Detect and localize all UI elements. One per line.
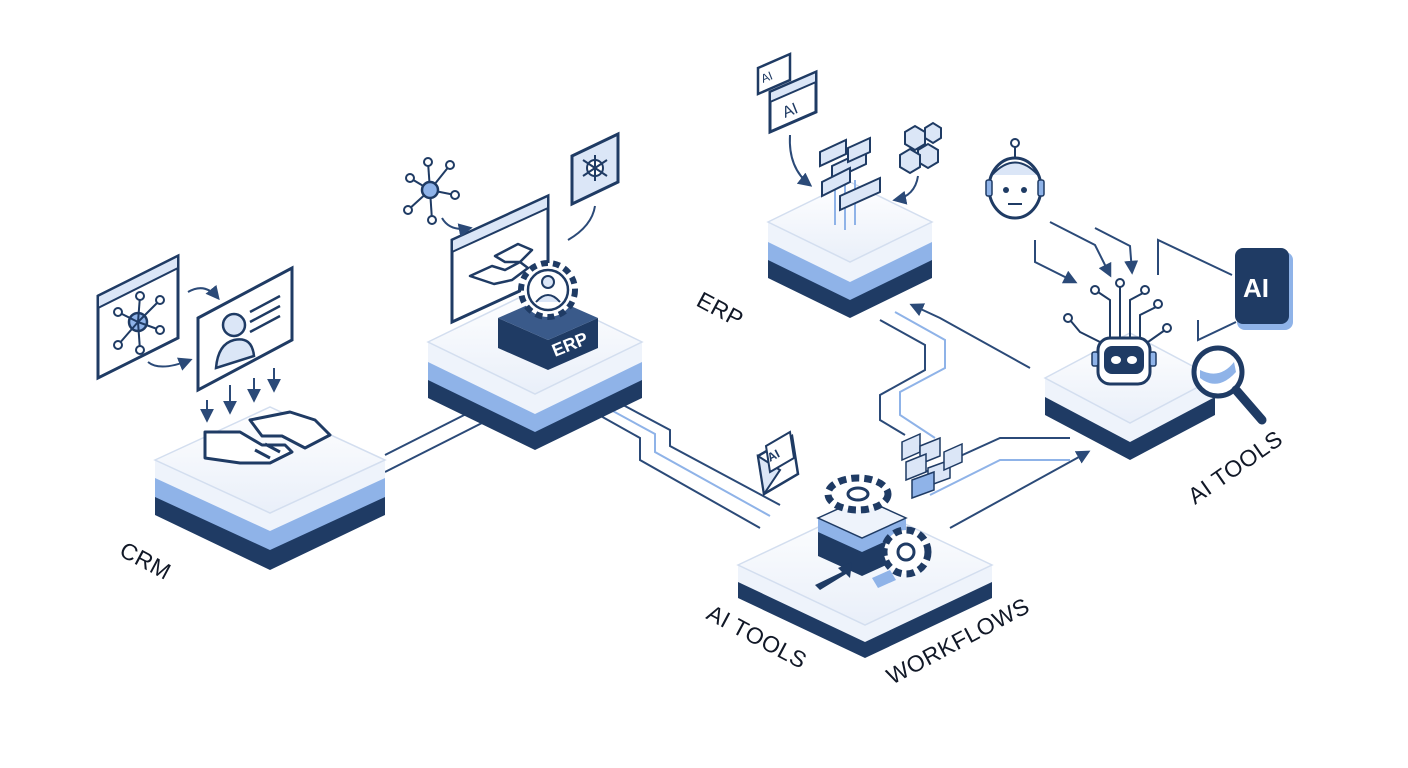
hex-cluster-icon (899, 121, 942, 175)
ai-badge-label: AI (1243, 273, 1269, 303)
connector-crm-erp (384, 407, 483, 473)
handshake-icon (468, 242, 534, 286)
erp-flow-arrow (441, 217, 473, 238)
cursor-arrow-icon (815, 562, 896, 590)
bar-chart-hologram-icon (819, 136, 881, 230)
ai-badge-icon: AI (1235, 248, 1293, 330)
ai-card-large-label: AI (780, 100, 800, 121)
ai-tools-right-label: AI TOOLS (1183, 425, 1287, 509)
bug-tile-icon (570, 131, 620, 207)
network-node-icon (403, 157, 460, 225)
robot-antenna-circuit (1069, 285, 1166, 343)
profile-card-icon (196, 265, 294, 393)
connector-erp-workflows (589, 397, 781, 529)
ai-card-small-label: AI (759, 69, 775, 86)
crm-flow-arrows (147, 284, 220, 371)
robot-head-flow-arrows (1034, 221, 1139, 284)
erp-label: ERP (693, 286, 748, 332)
ai-envelope-label: AI (765, 447, 782, 465)
connector-aitools-erp (879, 303, 1031, 439)
gear-user-icon (518, 260, 578, 320)
ai-card-icon: AI AI (756, 52, 818, 135)
erp-top-platform (766, 181, 934, 318)
ai-envelope-icon: AI (756, 430, 800, 497)
robot-icon (1091, 336, 1157, 386)
bug-flow-line (567, 205, 596, 241)
gear-icon (880, 526, 932, 578)
ai-badge-lines (1157, 238, 1237, 342)
erp-browser-window-icon (450, 193, 550, 325)
circuit-nodes (1063, 278, 1172, 333)
magnifier-icon (1191, 345, 1267, 425)
handshake-icon (203, 410, 332, 465)
arrows-into-crm (200, 368, 281, 423)
hex-flow-arrow (892, 175, 919, 205)
crm-label: CRM (116, 536, 176, 584)
network-window-icon (96, 253, 180, 381)
data-blocks-icon (901, 432, 963, 500)
robot-head-icon (985, 138, 1045, 220)
ai-card-flow-arrow (788, 134, 813, 187)
